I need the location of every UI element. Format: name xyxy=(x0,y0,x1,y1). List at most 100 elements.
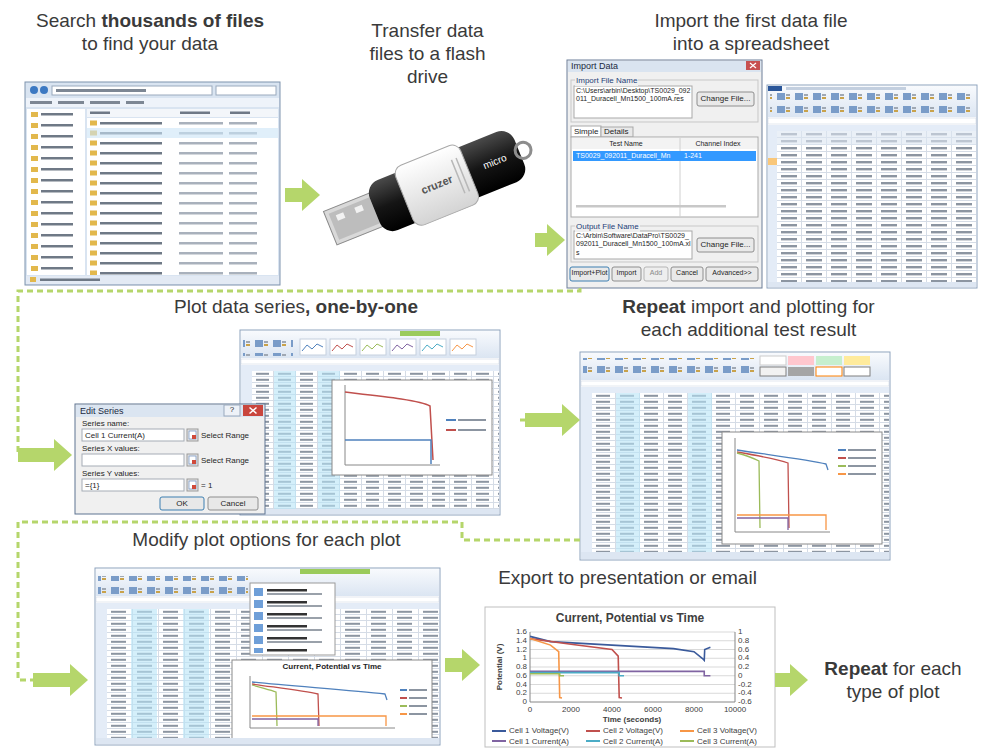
screen-text: OK xyxy=(176,499,188,509)
line-chart xyxy=(530,632,735,702)
plot-screenshot xyxy=(274,371,296,509)
repeat-screenshot xyxy=(616,393,640,552)
repeat-screenshot xyxy=(848,449,876,451)
file-explorer-screenshot xyxy=(30,277,36,282)
modify-screenshot xyxy=(409,689,427,691)
import-dialog xyxy=(697,92,754,106)
import-dialog xyxy=(567,60,762,288)
legend-entry: Cell 3 Voltage(V) xyxy=(680,726,757,736)
line-chart xyxy=(530,671,710,675)
screen-text: Series X values: xyxy=(82,444,140,454)
file-explorer-screenshot xyxy=(40,279,100,282)
line-chart xyxy=(530,639,562,698)
screen-text: Import Data xyxy=(571,61,618,72)
import-dialog xyxy=(571,137,758,217)
import-dialog xyxy=(750,63,756,68)
line-chart xyxy=(485,607,775,747)
screen-text: Cell 1 Current(A) xyxy=(85,431,145,441)
step-caption: Search thousands of files to find your d… xyxy=(30,10,270,56)
plot-screenshot xyxy=(240,330,500,515)
repeat-screenshot xyxy=(838,465,846,467)
repeat-screenshot xyxy=(816,367,842,376)
modify-screenshot xyxy=(252,685,277,726)
step-caption: Export to presentation or email xyxy=(483,567,773,590)
file-explorer-screenshot xyxy=(87,128,278,138)
plot-screenshot xyxy=(420,339,446,355)
screen-text: Simple xyxy=(574,127,598,137)
axis-tick: 0.6 xyxy=(516,671,527,681)
legend-entry: Cell 2 Current(A) xyxy=(586,737,663,747)
repeat-screenshot xyxy=(844,367,870,376)
repeat-screenshot xyxy=(581,387,889,393)
plot-screenshot xyxy=(390,339,416,355)
line-chart xyxy=(530,636,710,660)
plot-screenshot xyxy=(243,338,293,356)
modify-screenshot xyxy=(131,609,157,738)
repeat-screenshot xyxy=(737,515,826,530)
file-explorer-screenshot xyxy=(30,86,38,94)
screen-text: Test Name xyxy=(609,140,642,148)
edit-series-dialog xyxy=(189,431,196,439)
screen-text: Add xyxy=(650,269,662,277)
axis-tick: 0 xyxy=(738,671,742,681)
plot-screenshot xyxy=(241,331,499,358)
legend-swatch xyxy=(492,730,506,732)
modify-screenshot xyxy=(252,719,318,726)
spreadsheet-screenshot xyxy=(770,93,970,115)
plot-screenshot xyxy=(400,331,440,336)
edit-series-dialog xyxy=(75,404,265,514)
axis-tick: 4000 xyxy=(603,705,621,715)
modify-screenshot xyxy=(409,705,427,707)
file-explorer-screenshot xyxy=(87,109,278,117)
screen-text: Cancel xyxy=(676,269,698,277)
repeat-screenshot xyxy=(848,465,876,467)
chart-title: Current, Potential vs Time xyxy=(556,611,704,625)
import-dialog xyxy=(671,267,703,281)
arrow-shaft xyxy=(285,188,302,202)
legend-entry: Cell 1 Current(A) xyxy=(492,737,569,747)
file-explorer-screenshot xyxy=(230,112,250,115)
screen-text: Select Range xyxy=(201,456,249,466)
modify-screenshot xyxy=(250,583,335,655)
file-explorer-screenshot xyxy=(90,112,110,115)
edit-series-dialog xyxy=(192,485,196,489)
plot-screenshot xyxy=(330,339,356,355)
spreadsheet-screenshot xyxy=(768,118,976,124)
screen-text: 1-241 xyxy=(684,152,702,160)
plot-screenshot xyxy=(241,509,499,514)
screen-text: Import xyxy=(617,269,637,277)
import-dialog xyxy=(571,80,758,122)
step-caption: Import the first data file into a spread… xyxy=(646,10,856,56)
repeat-screenshot xyxy=(722,432,882,544)
edit-series-dialog xyxy=(82,429,184,441)
spreadsheet-screenshot xyxy=(768,86,976,117)
plot-screenshot xyxy=(458,419,486,421)
legend-entry: Cell 1 Voltage(V) xyxy=(492,726,569,736)
screen-text: Advanced>> xyxy=(712,269,751,277)
edit-series-dialog xyxy=(187,429,198,441)
screen-text: ? xyxy=(230,405,234,415)
file-explorer-screenshot xyxy=(40,86,48,94)
axis-tick: -0.2 xyxy=(738,680,752,690)
file-explorer-screenshot xyxy=(30,101,52,104)
arrow-head xyxy=(302,179,320,211)
step-caption: Repeat for each type of plot xyxy=(813,658,973,704)
axis-tick: 0.8 xyxy=(738,636,749,646)
edit-series-dialog xyxy=(82,454,184,466)
repeat-screenshot xyxy=(581,353,889,380)
import-dialog xyxy=(601,127,633,137)
screen-text: Edit Series xyxy=(80,406,124,417)
import-dialog xyxy=(570,267,609,281)
repeat-screenshot xyxy=(583,358,755,378)
edit-series-dialog xyxy=(187,454,198,466)
axis-tick: 10000 xyxy=(724,705,746,715)
flow-arrow xyxy=(285,179,320,211)
file-explorer-screenshot xyxy=(52,86,212,95)
repeat-screenshot xyxy=(788,356,814,365)
import-dialog xyxy=(576,205,726,208)
plot-screenshot xyxy=(240,330,500,515)
file-explorer-screenshot xyxy=(56,89,146,92)
edit-series-dialog xyxy=(189,481,196,489)
arrow-head xyxy=(790,664,808,696)
modify-screenshot xyxy=(95,568,440,745)
